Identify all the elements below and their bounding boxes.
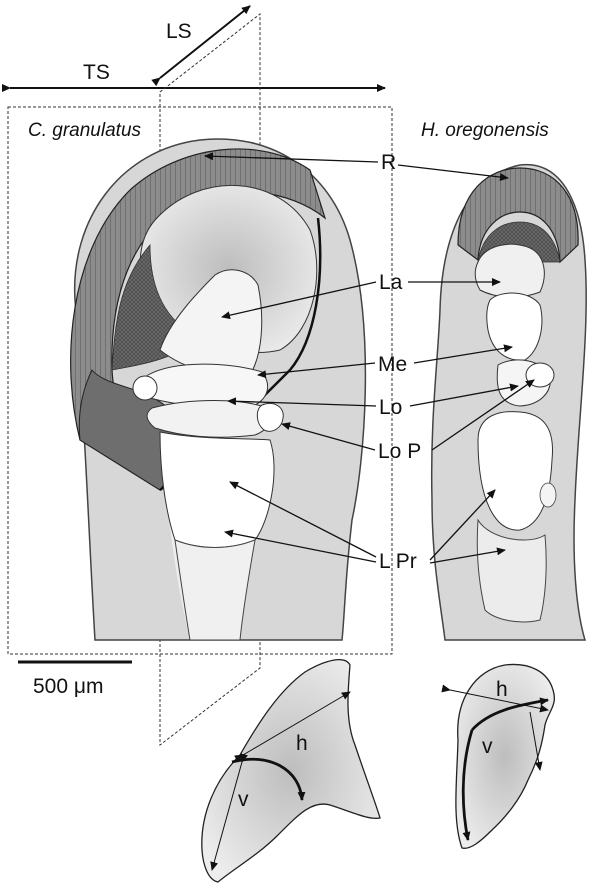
- label-r: R: [381, 151, 396, 174]
- h-oregonensis-v-axis-thin: [529, 711, 543, 771]
- arrow-r-right: [397, 164, 509, 182]
- h-oregonensis-radial-band: [457, 167, 579, 264]
- c-granulatus-v-label: v: [238, 788, 249, 811]
- label-la: La: [379, 271, 403, 294]
- arrow-lo-p-right: [431, 379, 535, 451]
- scale-bar: 500 μm: [18, 660, 132, 698]
- h-oregonensis-species-label: H. oregonensis: [421, 120, 549, 141]
- arrow-l-pr-left-upper: [229, 481, 377, 558]
- arrow-la-left: [221, 281, 377, 320]
- c-granulatus-ossicle-section: h v: [201, 659, 381, 883]
- transverse-plane-outline: [7, 106, 393, 655]
- c-granulatus-medial-knob: [132, 375, 158, 401]
- label-me: Me: [378, 353, 407, 376]
- arrow-me-left: [257, 362, 376, 379]
- scale-bar-label: 500 μm: [33, 675, 103, 698]
- h-oregonensis-small-node: [539, 482, 557, 508]
- arrow-lo-right: [409, 383, 519, 407]
- c-granulatus-v-axis: [210, 753, 248, 871]
- ls-arrow: [151, 5, 251, 87]
- arrow-l-pr-right-lower: [429, 547, 506, 564]
- c-granulatus-h-axis: [234, 691, 351, 763]
- h-oregonensis-lateral-process-lower: [476, 518, 547, 623]
- h-oregonensis-h-label: h: [496, 678, 508, 701]
- h-oregonensis-h-curve: [470, 697, 549, 731]
- structure-labels: R La Me Lo Lo P L Pr: [204, 151, 535, 573]
- h-oregonensis-lateral-tooth: [474, 243, 545, 298]
- arrow-l-pr-left-lower: [224, 529, 377, 563]
- h-oregonensis-gland: H. oregonensis: [421, 120, 587, 641]
- arrow-me-right: [413, 344, 513, 364]
- label-lo-p: Lo P: [378, 440, 421, 463]
- h-oregonensis-v-curve: [461, 729, 474, 841]
- c-granulatus-species-label: C. granulatus: [28, 120, 142, 141]
- ls-label: LS: [166, 20, 192, 43]
- c-granulatus-lateral-process-lower: [174, 539, 256, 641]
- h-oregonensis-ossicle-section: h v: [441, 663, 555, 849]
- c-granulatus-lower-posterior-ossicle: [256, 403, 284, 432]
- c-granulatus-ossicle-shape: [201, 659, 381, 883]
- c-granulatus-lower-ossicle: [146, 400, 272, 438]
- c-granulatus-h-label: h: [296, 732, 308, 755]
- label-lo: Lo: [379, 396, 402, 419]
- c-granulatus-gland: C. granulatus: [28, 120, 367, 641]
- h-oregonensis-lateral-process-upper: [477, 411, 554, 531]
- h-oregonensis-h-axis: [441, 684, 549, 713]
- h-oregonensis-v-label: v: [482, 735, 493, 758]
- arrow-l-pr-right-upper: [429, 489, 496, 561]
- arrow-lo-left: [227, 397, 377, 407]
- label-l-pr: L Pr: [379, 550, 417, 573]
- arrow-r-left: [204, 152, 379, 163]
- arrow-lo-p-left: [281, 422, 376, 451]
- h-oregonensis-lower-posterior-ossicle: [525, 362, 555, 388]
- section-planes: LS TS: [2, 5, 393, 747]
- ts-label: TS: [83, 61, 110, 84]
- c-granulatus-lateral-process: [159, 431, 275, 548]
- longitudinal-plane-outline: [159, 12, 261, 747]
